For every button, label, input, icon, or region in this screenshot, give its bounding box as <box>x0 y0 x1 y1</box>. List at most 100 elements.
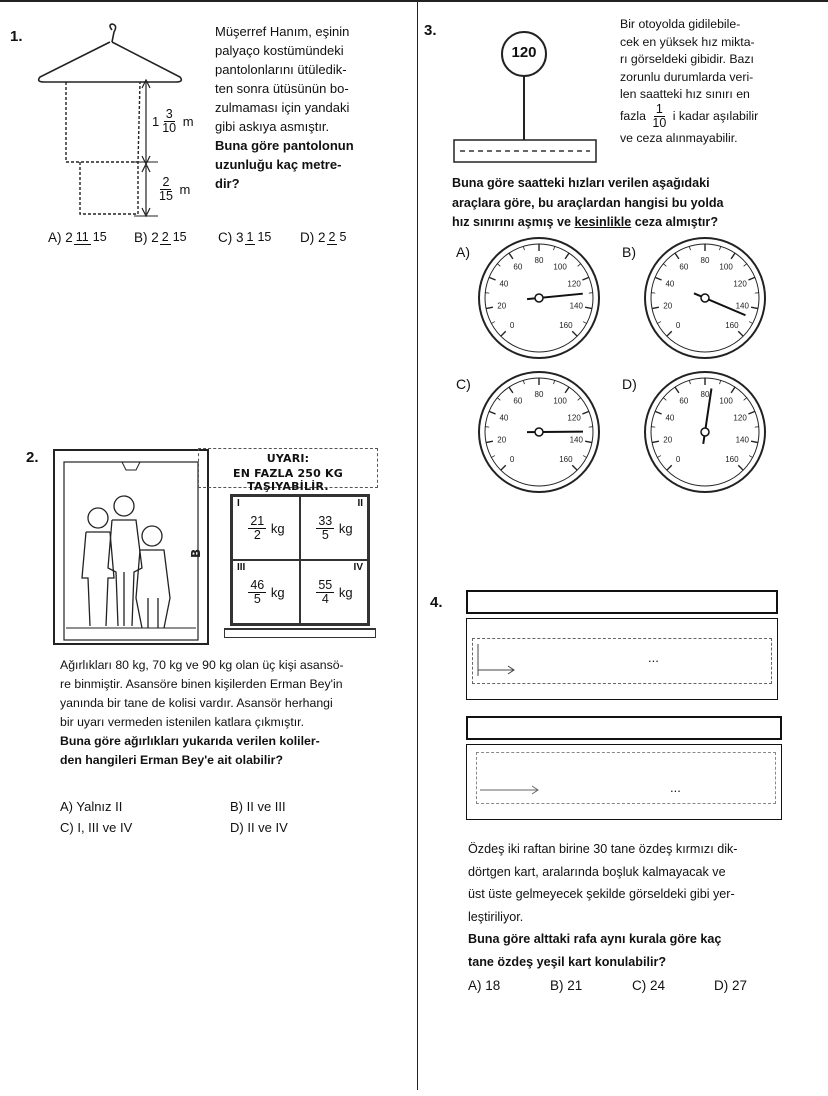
q4-question-line: tane özdeş yeşil kart konulabilir? <box>468 954 667 969</box>
q3-text-line: cek en yüksek hız mikta- <box>620 34 755 49</box>
box-unit: kg <box>270 520 285 536</box>
gauge-tick-label: 160 <box>725 455 739 464</box>
q4-text-line: Özdeş iki raftan birine 30 tane özdeş kı… <box>468 842 738 856</box>
q4-option-b[interactable]: B) 21 <box>550 978 583 993</box>
gauge-tick <box>730 386 736 394</box>
gauge-tick <box>500 330 507 337</box>
gauge-a-label[interactable]: A) <box>456 244 470 260</box>
gauge-tick <box>488 276 496 281</box>
q2-text-line: bir uyarı vermeden istenilen katlara çık… <box>60 715 304 729</box>
q3-question-underlined: kesinlikle <box>574 215 632 229</box>
q3-frac-num: 1 <box>653 102 665 117</box>
q3-text-suffix: i kadar aşılabilir <box>672 108 759 123</box>
gauge-hub <box>534 427 544 437</box>
gauge-tick <box>688 246 691 251</box>
gauge-tick <box>491 455 496 458</box>
gauge-d-label[interactable]: D) <box>622 376 637 392</box>
gauge-tick <box>522 380 525 385</box>
q3-text-line: rı görseldeki gibidir. Bazı <box>620 52 754 66</box>
label-top-num: 3 <box>163 107 175 122</box>
gauge-tick <box>582 276 590 281</box>
q2-text-line: re binmiştir. Asansöre binen kişilerden … <box>60 677 343 691</box>
upper-shelf-cards-area <box>472 638 772 684</box>
gauge-tick <box>743 397 747 401</box>
q4-text-line: leştiriliyor. <box>468 909 524 924</box>
q4-text-line: üst üste gelmeyecek şekilde görseldeki g… <box>468 887 735 901</box>
gauge-tick-label: 20 <box>497 301 506 310</box>
gauge-tick <box>553 380 556 385</box>
q4-question-line: Buna göre alttaki rafa aynı kurala göre … <box>468 932 722 946</box>
gauge-tick <box>522 246 525 251</box>
q4-option-c[interactable]: C) 24 <box>632 978 666 993</box>
gauge-tick <box>737 464 744 471</box>
box-num: 46 <box>248 577 267 593</box>
gauge-tick <box>508 252 514 260</box>
gauge-tick <box>748 276 756 281</box>
q2-question-line: Buna göre ağırlıkları yukarıda verilen k… <box>60 734 320 748</box>
gauge-tick <box>674 386 680 394</box>
gauge-tick <box>654 276 662 281</box>
gauge-tick-label: 60 <box>679 396 688 405</box>
option-whole: 3 <box>236 230 244 245</box>
lower-shelf-cards-area <box>476 752 776 804</box>
q1-question-line: dir? <box>215 176 240 191</box>
q1-text-line: zulmaması için yandaki <box>215 100 350 115</box>
box-den: 4 <box>321 591 329 606</box>
q4-option-d[interactable]: D) 27 <box>714 978 748 993</box>
q2-option-d[interactable]: D) II ve IV <box>230 820 288 835</box>
column-divider <box>417 0 418 1090</box>
option-label: D) <box>300 230 315 245</box>
option-num: 2 <box>326 230 338 246</box>
gauge-tick <box>582 410 590 415</box>
option-den: 15 <box>257 230 272 245</box>
gauge-tick <box>485 306 494 310</box>
q2-option-a[interactable]: A) Yalnız II <box>60 799 123 814</box>
q1-text-line: pantolonlarını ütüledik- <box>215 62 347 77</box>
box-unit: kg <box>338 584 353 600</box>
question-4-options: A) 18 B) 21 C) 24 D) 27 <box>468 978 747 993</box>
q3-frac-den: 10 <box>652 116 667 130</box>
gauge-tick-label: 140 <box>736 435 750 444</box>
box-roman-label: III <box>237 562 246 573</box>
option-den: 15 <box>92 230 107 245</box>
option-label: A) <box>48 230 62 245</box>
gauge-tick <box>748 455 753 458</box>
gauge-hub <box>534 293 544 303</box>
q4-option-a[interactable]: A) 18 <box>468 978 501 993</box>
gauge-tick <box>674 252 680 260</box>
label-top-den: 10 <box>162 121 177 135</box>
gauge-tick-label: 80 <box>701 256 710 265</box>
box-den: 2 <box>253 527 261 542</box>
q3-question-line: Buna göre saatteki hızları verilen aşağı… <box>452 176 710 190</box>
gauge-tick <box>657 321 662 324</box>
upper-shelf-top <box>466 590 778 614</box>
gauge-tick-label: 60 <box>513 262 522 271</box>
option-num: 11 <box>73 230 91 246</box>
lower-shelf-top <box>466 716 782 740</box>
box-roman-label: II <box>357 498 363 509</box>
gauge-tick <box>748 410 756 415</box>
gauge-b-label[interactable]: B) <box>622 244 636 260</box>
gauge-tick <box>657 455 662 458</box>
q2-option-c[interactable]: C) I, III ve IV <box>60 820 133 835</box>
gauge-tick-label: 60 <box>679 262 688 271</box>
question-2-number: 2. <box>26 449 39 466</box>
box-den: 5 <box>321 527 329 542</box>
question-2-options: A) Yalnız II B) II ve III C) I, III ve IV… <box>60 796 288 838</box>
gauge-c-label[interactable]: C) <box>456 376 471 392</box>
gauge-tick-label: 0 <box>510 455 515 464</box>
hanger-trousers-illustration <box>37 23 183 218</box>
q2-option-b[interactable]: B) II ve III <box>230 799 286 814</box>
top-border <box>0 0 828 2</box>
gauge-tick <box>730 252 736 260</box>
